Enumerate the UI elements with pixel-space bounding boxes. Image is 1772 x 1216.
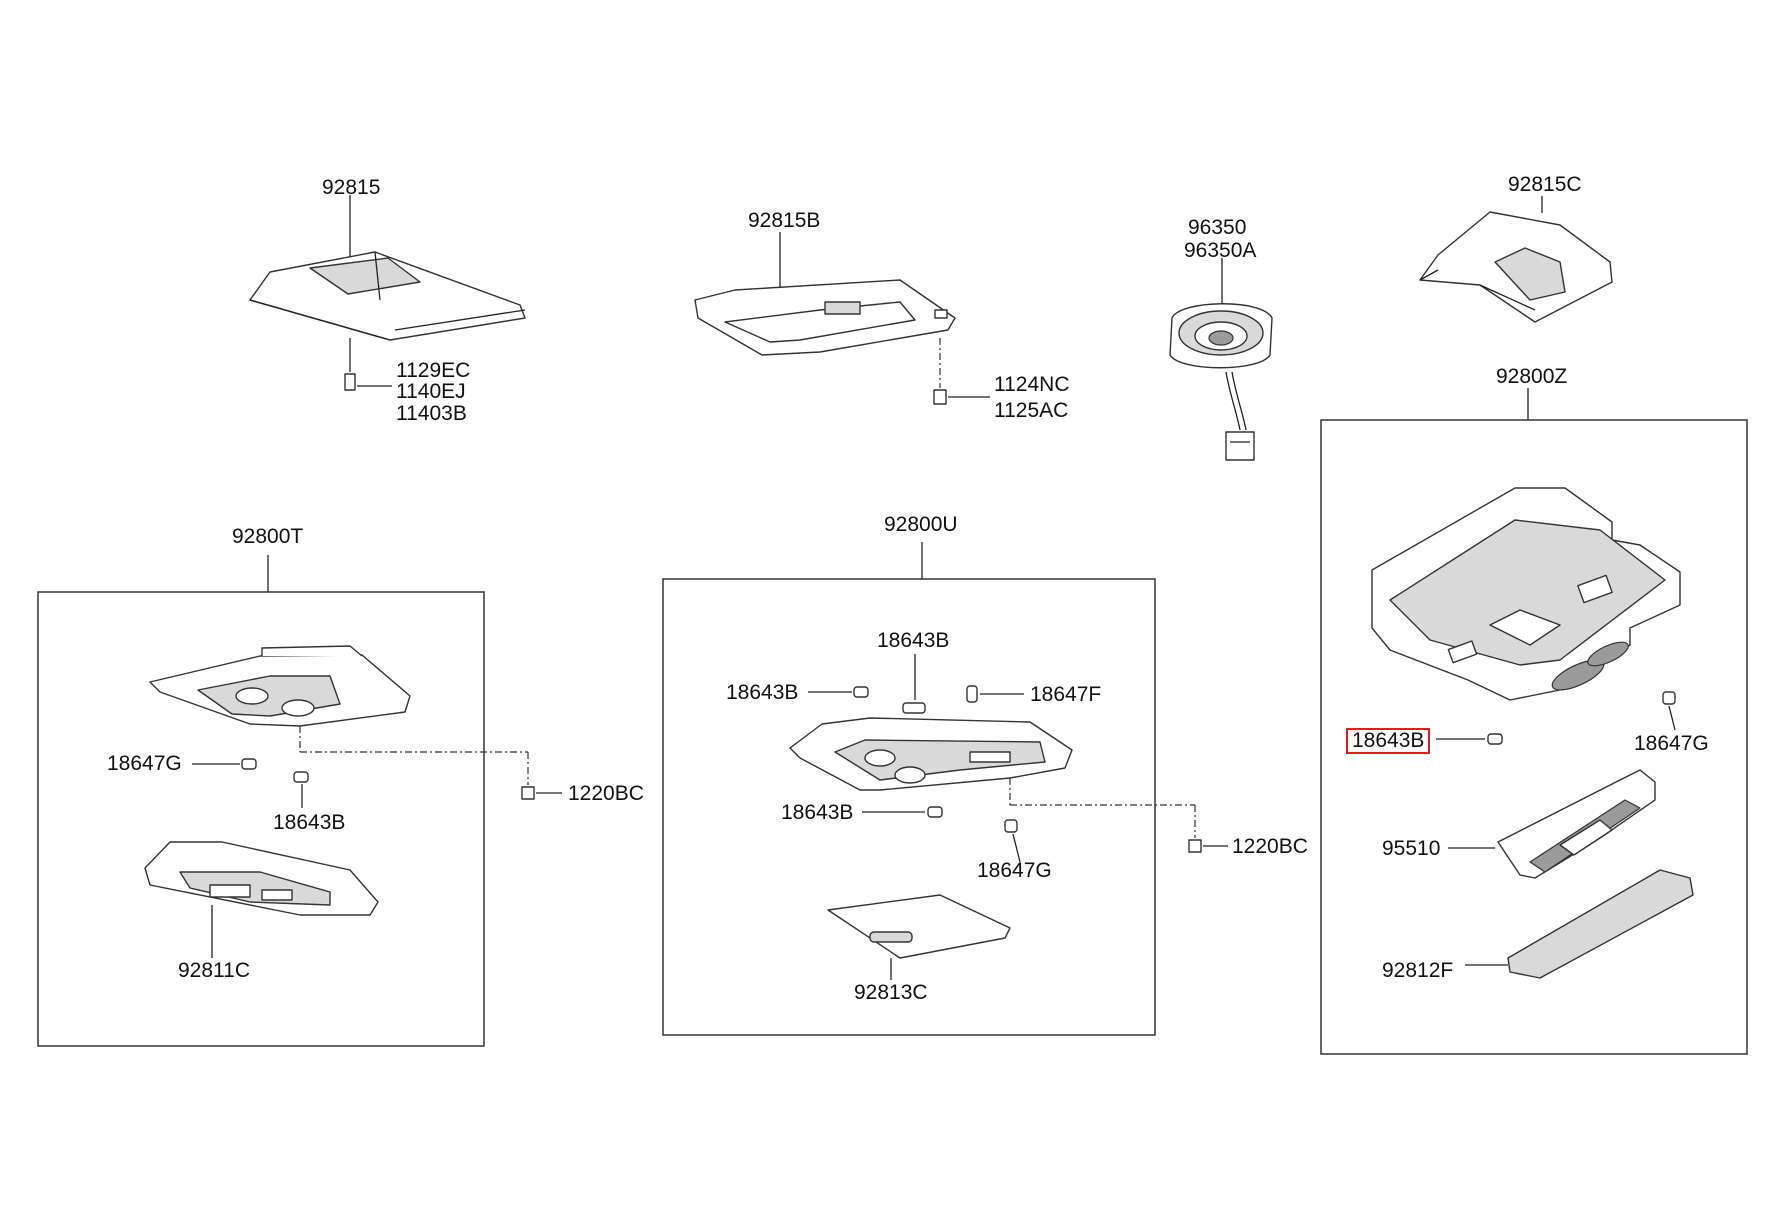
bulb-18647g-u[interactable]	[1004, 819, 1021, 863]
label-96350[interactable]: 96350	[1188, 216, 1247, 239]
label-1124nc[interactable]: 1124NC	[994, 373, 1070, 396]
part-92813c[interactable]	[827, 894, 1011, 980]
label-92800z[interactable]: 92800Z	[1496, 365, 1568, 388]
label-18643b-u-left[interactable]: 18643B	[726, 681, 799, 704]
screw-1220bc-t[interactable]	[299, 726, 562, 800]
label-92800u[interactable]: 92800U	[884, 513, 958, 536]
assembly-box-92800t	[37, 591, 485, 1047]
screw-1220bc-u[interactable]	[1009, 778, 1228, 853]
assembly-box-92800z	[1320, 419, 1748, 1055]
assembly-box-92800u	[662, 578, 1156, 1036]
label-18643b-u-top[interactable]: 18643B	[877, 629, 950, 652]
part-92815[interactable]	[249, 195, 526, 341]
bulb-18647g-z[interactable]	[1662, 691, 1676, 731]
bulb-18643b-u-top[interactable]	[902, 654, 926, 714]
label-92815c[interactable]: 92815C	[1508, 173, 1582, 196]
bulb-18647f-u[interactable]	[966, 685, 1024, 703]
label-18647g-u[interactable]: 18647G	[977, 859, 1052, 882]
label-92815b[interactable]: 92815B	[748, 209, 821, 232]
label-18643b-t[interactable]: 18643B	[273, 811, 346, 834]
label-92811c[interactable]: 92811C	[178, 959, 251, 982]
label-1220bc-t[interactable]: 1220BC	[568, 782, 644, 805]
label-18647f-u[interactable]: 18647F	[1030, 683, 1102, 706]
label-18643b-u-mid[interactable]: 18643B	[781, 801, 854, 824]
bolt-1129ec[interactable]	[344, 338, 392, 391]
label-95510[interactable]: 95510	[1382, 837, 1441, 860]
label-1140ej[interactable]: 1140EJ	[396, 380, 466, 403]
bolt-1124nc[interactable]	[933, 338, 990, 405]
part-95510[interactable]	[1448, 769, 1656, 879]
part-92800u-console[interactable]	[789, 717, 1073, 791]
label-18647g-t[interactable]: 18647G	[107, 752, 182, 775]
label-92813c[interactable]: 92813C	[854, 981, 928, 1004]
part-92815b[interactable]	[694, 232, 956, 356]
label-18643b-z-highlighted[interactable]: 18643B	[1346, 728, 1431, 754]
label-1129ec[interactable]: 1129EC	[396, 359, 471, 382]
bulb-18643b-z[interactable]	[1436, 733, 1503, 745]
part-92800t-console[interactable]	[149, 645, 411, 727]
part-92812f[interactable]	[1465, 869, 1694, 979]
label-92815[interactable]: 92815	[322, 176, 381, 199]
label-92812f[interactable]: 92812F	[1382, 959, 1454, 982]
bulb-18647g-t[interactable]	[192, 758, 257, 770]
label-18647g-z[interactable]: 18647G	[1634, 732, 1709, 755]
label-1125ac[interactable]: 1125AC	[994, 399, 1069, 422]
label-96350a[interactable]: 96350A	[1184, 239, 1257, 262]
part-96350[interactable]	[1169, 258, 1273, 461]
bulb-18643b-u-mid[interactable]	[862, 806, 943, 818]
label-1220bc-u[interactable]: 1220BC	[1232, 835, 1308, 858]
part-92800z-console[interactable]	[1371, 487, 1681, 701]
part-92811c[interactable]	[144, 841, 379, 958]
part-92815c[interactable]	[1419, 196, 1613, 323]
bulb-18643b-u-left[interactable]	[808, 686, 869, 698]
bulb-18643b-t[interactable]	[293, 771, 309, 808]
label-11403b[interactable]: 11403B	[396, 402, 467, 425]
label-92800t[interactable]: 92800T	[232, 525, 304, 548]
